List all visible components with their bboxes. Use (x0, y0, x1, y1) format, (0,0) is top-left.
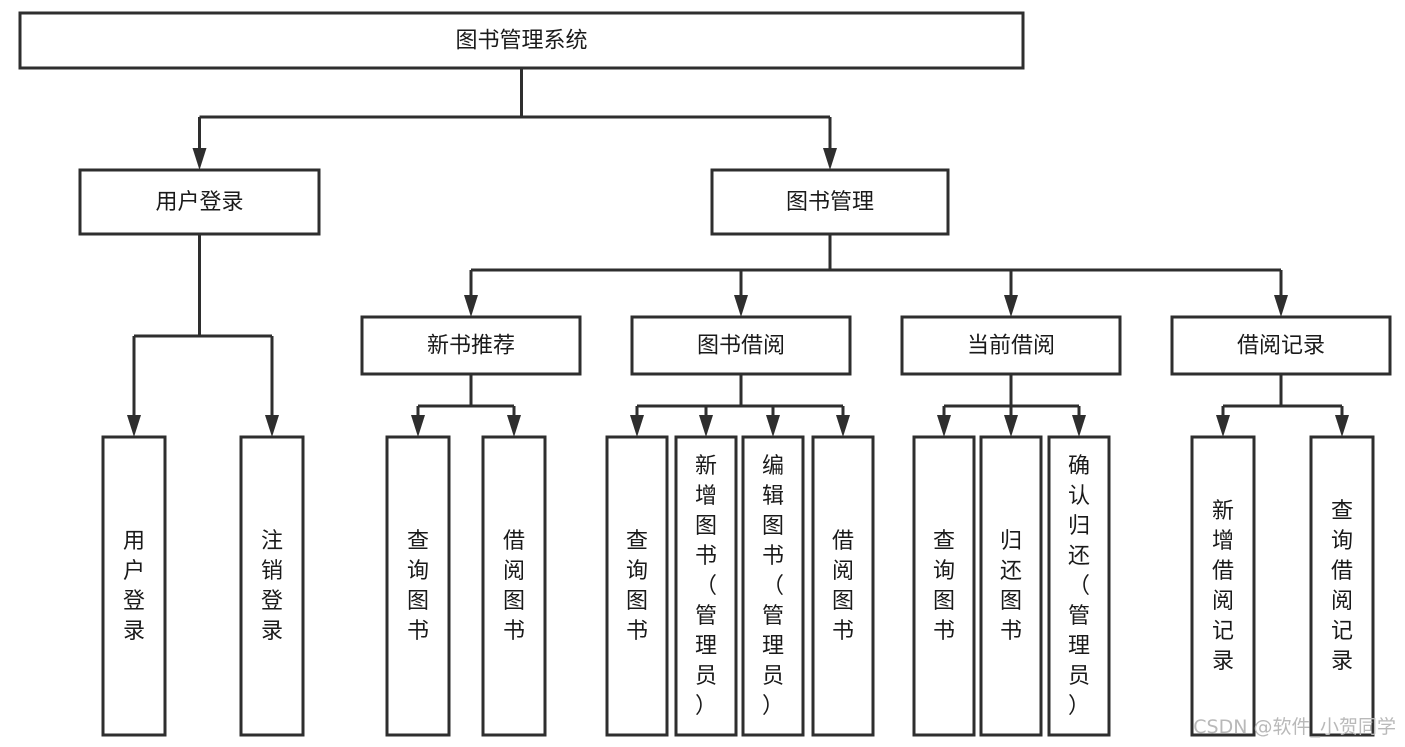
node-level2-book-manage-label: 图书管理 (786, 190, 874, 215)
node-leaf-leaf-borrow-book-2-box[interactable] (811, 435, 875, 737)
arrow-head-icon (823, 148, 837, 170)
node-leaf-leaf-add-book[interactable]: 新增图书（管理员） (674, 435, 738, 737)
arrow-head-icon (1004, 415, 1018, 437)
node-leaf-leaf-add-record[interactable]: 新增借阅记录 (1190, 435, 1256, 737)
arrow-head-icon (937, 415, 951, 437)
node-level3-book-borrow-box[interactable] (630, 315, 852, 376)
arrow-head-icon (507, 415, 521, 437)
node-leaf-leaf-confirm-return[interactable]: 确认归还（管理员） (1047, 435, 1111, 737)
node-level3-book-borrow-label: 图书借阅 (697, 334, 785, 359)
node-root-label: 图书管理系统 (455, 29, 587, 54)
node-leaf-leaf-query-book-1[interactable]: 查询图书 (385, 435, 451, 737)
node-leaf-leaf-user-login-box[interactable] (101, 435, 167, 737)
node-root[interactable]: 图书管理系统 (18, 11, 1025, 70)
node-leaf-leaf-confirm-return-label: 确认归还（管理员） (1068, 454, 1090, 719)
node-level3-current-borrow[interactable]: 当前借阅 (900, 315, 1122, 376)
node-leaf-leaf-add-record-label: 新增借阅记录 (1212, 499, 1234, 674)
node-level3-borrow-record[interactable]: 借阅记录 (1170, 315, 1392, 376)
node-leaf-leaf-query-book-2-label: 查询图书 (626, 529, 648, 644)
arrow-head-icon (699, 415, 713, 437)
node-leaf-leaf-query-book-3-box[interactable] (912, 435, 976, 737)
arrow-head-icon (1004, 295, 1018, 317)
node-leaf-leaf-query-book-1-label: 查询图书 (407, 529, 429, 644)
node-leaf-leaf-query-record-box[interactable] (1309, 435, 1375, 737)
arrow-head-icon (265, 415, 279, 437)
node-leaf-leaf-user-login-label: 用户登录 (123, 529, 145, 644)
node-level3-borrow-record-box[interactable] (1170, 315, 1392, 376)
node-leaf-leaf-return-book[interactable]: 归还图书 (979, 435, 1043, 737)
node-level3-current-borrow-box[interactable] (900, 315, 1122, 376)
node-leaf-leaf-query-book-2[interactable]: 查询图书 (605, 435, 669, 737)
arrow-head-icon (836, 415, 850, 437)
node-leaf-leaf-user-login[interactable]: 用户登录 (101, 435, 167, 737)
arrow-head-icon (127, 415, 141, 437)
node-leaf-leaf-query-book-1-box[interactable] (385, 435, 451, 737)
node-leaf-leaf-return-book-box[interactable] (979, 435, 1043, 737)
arrow-head-icon (766, 415, 780, 437)
node-leaf-leaf-query-book-3[interactable]: 查询图书 (912, 435, 976, 737)
nodes-layer: 图书管理系统用户登录图书管理新书推荐图书借阅当前借阅借阅记录用户登录注销登录查询… (18, 11, 1392, 737)
node-leaf-leaf-borrow-book-1-label: 借阅图书 (503, 529, 525, 644)
node-leaf-leaf-return-book-label: 归还图书 (1000, 529, 1022, 644)
node-root-box[interactable] (18, 11, 1025, 70)
node-level2-book-manage-box[interactable] (710, 168, 950, 236)
node-level2-book-manage[interactable]: 图书管理 (710, 168, 950, 236)
csdn-watermark: CSDN @软件_小贺同学 (1193, 716, 1396, 738)
node-leaf-leaf-borrow-book-2[interactable]: 借阅图书 (811, 435, 875, 737)
node-level3-new-book-recommend-box[interactable] (360, 315, 582, 376)
node-leaf-leaf-add-book-label: 新增图书（管理员） (695, 454, 717, 719)
node-leaf-leaf-edit-book[interactable]: 编辑图书（管理员） (741, 435, 805, 737)
node-leaf-leaf-logout-label: 注销登录 (261, 529, 283, 644)
arrow-head-icon (192, 148, 207, 170)
node-level2-user-login-box[interactable] (78, 168, 321, 236)
arrow-head-icon (630, 415, 644, 437)
arrow-head-icon (1274, 295, 1288, 317)
node-leaf-leaf-query-record[interactable]: 查询借阅记录 (1309, 435, 1375, 737)
arrow-head-icon (1335, 415, 1349, 437)
node-leaf-leaf-logout-box[interactable] (239, 435, 305, 737)
node-leaf-leaf-logout[interactable]: 注销登录 (239, 435, 305, 737)
arrow-head-icon (734, 295, 748, 317)
node-level3-new-book-recommend[interactable]: 新书推荐 (360, 315, 582, 376)
node-leaf-leaf-query-record-label: 查询借阅记录 (1331, 499, 1353, 674)
node-leaf-leaf-query-book-3-label: 查询图书 (933, 529, 955, 644)
node-level3-borrow-record-label: 借阅记录 (1237, 334, 1325, 359)
node-leaf-leaf-add-record-box[interactable] (1190, 435, 1256, 737)
arrow-head-icon (411, 415, 425, 437)
connectors-layer (127, 68, 1349, 437)
node-leaf-leaf-borrow-book-2-label: 借阅图书 (832, 529, 854, 644)
node-leaf-leaf-confirm-return-box[interactable] (1047, 435, 1111, 737)
node-level2-user-login-label: 用户登录 (155, 190, 243, 215)
node-leaf-leaf-edit-book-label: 编辑图书（管理员） (762, 454, 784, 719)
arrow-head-icon (1216, 415, 1230, 437)
node-level2-user-login[interactable]: 用户登录 (78, 168, 321, 236)
node-leaf-leaf-add-book-box[interactable] (674, 435, 738, 737)
arrow-head-icon (464, 295, 478, 317)
node-leaf-leaf-edit-book-box[interactable] (741, 435, 805, 737)
node-leaf-leaf-query-book-2-box[interactable] (605, 435, 669, 737)
node-leaf-leaf-borrow-book-1[interactable]: 借阅图书 (481, 435, 547, 737)
arrow-head-icon (1072, 415, 1086, 437)
node-level3-new-book-recommend-label: 新书推荐 (427, 334, 515, 359)
node-level3-current-borrow-label: 当前借阅 (967, 334, 1055, 359)
node-level3-book-borrow[interactable]: 图书借阅 (630, 315, 852, 376)
node-leaf-leaf-borrow-book-1-box[interactable] (481, 435, 547, 737)
